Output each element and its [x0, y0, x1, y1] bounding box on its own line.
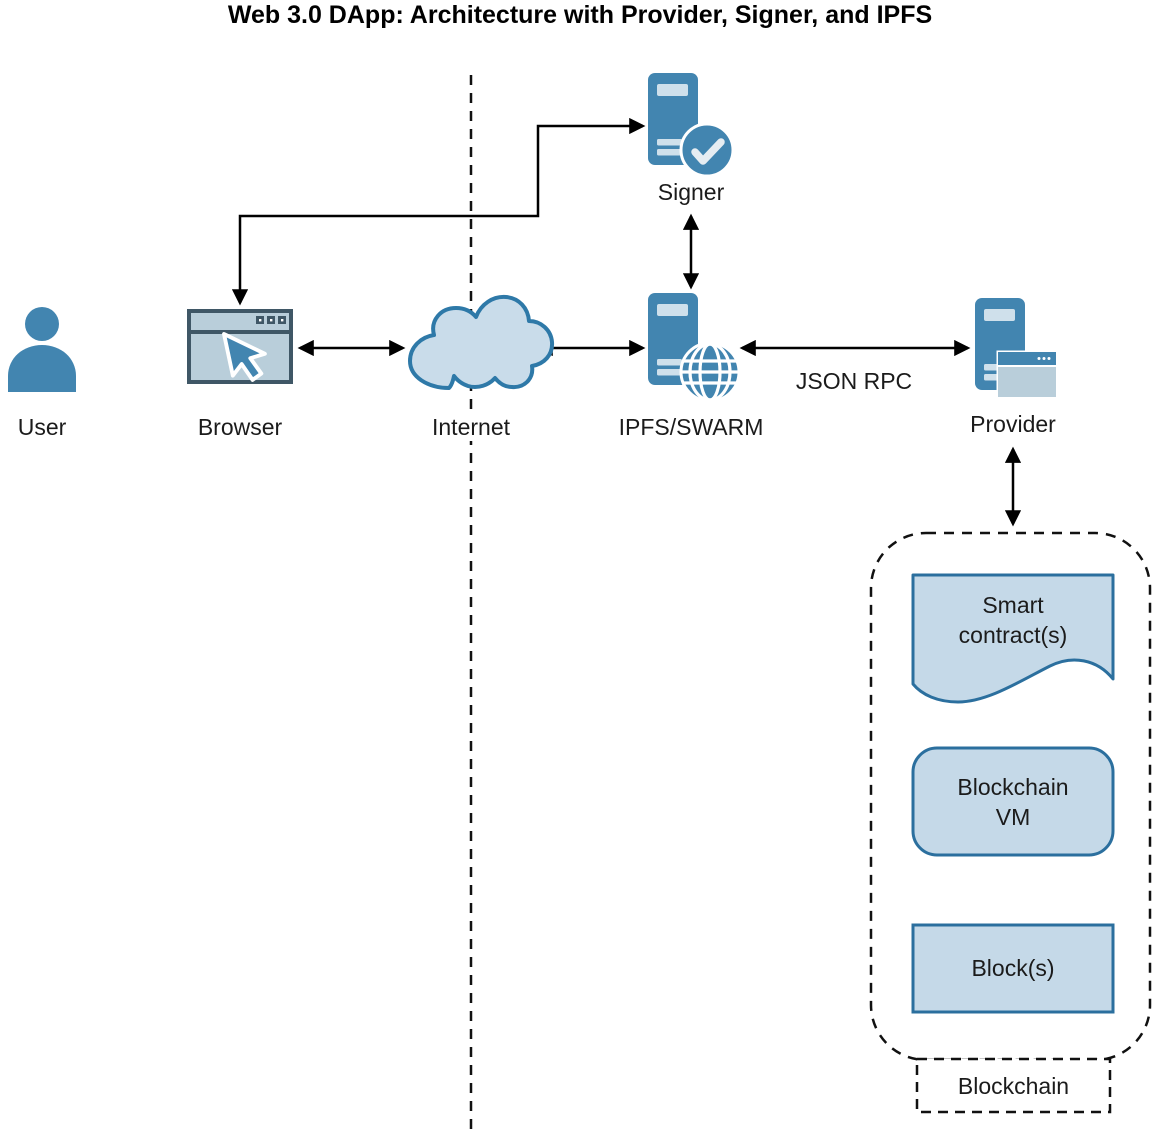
- signer-icon: [648, 73, 735, 178]
- browser-icon: [187, 309, 293, 384]
- check-icon: [679, 122, 735, 178]
- internet-cloud-icon: [408, 294, 555, 390]
- user-icon: [8, 307, 76, 392]
- user-label: User: [17, 414, 67, 440]
- smart-contracts-shape: [911, 573, 1115, 704]
- blockchain-label-box: [915, 1057, 1112, 1114]
- blocks-shape: [911, 923, 1115, 1014]
- blockchain-vm-label: Blockchain VM: [957, 774, 1069, 830]
- blockchain-group-label: Blockchain: [957, 1073, 1070, 1099]
- ipfs-label: IPFS/SWARM: [618, 414, 764, 440]
- signer-label: Signer: [657, 179, 725, 205]
- browser-toolbar-buttons-icon: [256, 316, 286, 324]
- provider-label: Provider: [970, 411, 1056, 437]
- provider-icon: [975, 298, 1058, 399]
- browser-label: Browser: [197, 414, 283, 440]
- internet-label: Internet: [426, 413, 516, 441]
- window-icon: [996, 350, 1058, 399]
- json-rpc-label: JSON RPC: [795, 368, 913, 394]
- ipfs-icon: [648, 293, 741, 403]
- diagram-title: Web 3.0 DApp: Architecture with Provider…: [227, 1, 933, 29]
- edge-browser-signer: [231, 117, 646, 306]
- cursor-icon: [222, 332, 267, 382]
- globe-icon: [679, 341, 741, 403]
- smart-contracts-label: Smart contract(s): [958, 592, 1068, 648]
- blockchain-vm-shape: [911, 746, 1115, 857]
- blocks-label: Block(s): [971, 955, 1055, 981]
